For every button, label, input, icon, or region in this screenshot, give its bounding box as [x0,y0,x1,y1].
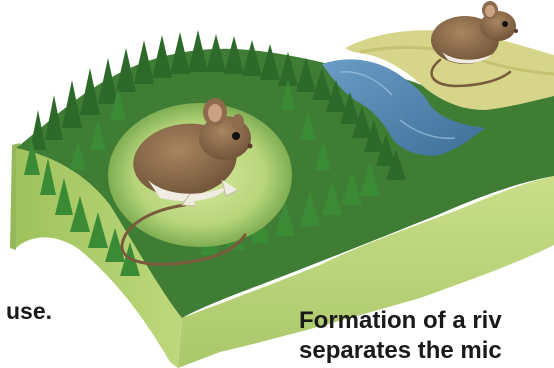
caption-right-line-2: separates the mic [299,339,502,363]
caption-right-line-1: Formation of a riv [299,309,502,333]
caption-left-fragment: use. [6,300,52,323]
